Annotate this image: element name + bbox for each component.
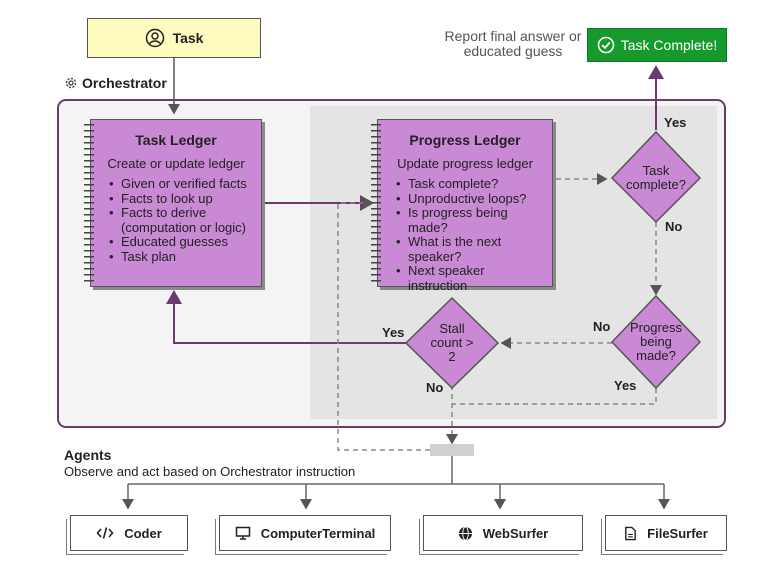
agent-coder: Coder [70,515,188,551]
decision-text: Task [642,163,670,178]
orchestrator-label: Orchestrator [64,75,167,91]
list-item-continuation: (computation or logic) [121,219,246,235]
task-complete-box: Task Complete! [587,28,727,62]
decision-text: count > [430,335,474,350]
agents-subtitle: Observe and act based on Orchestrator in… [64,464,356,479]
task-ledger-list: Given or verified facts Facts to look up… [99,176,253,265]
arrow-stall-yes [166,290,406,344]
list-item: Facts to look up [109,191,253,207]
task-box: Task [87,18,261,58]
agent-label: WebSurfer [482,525,549,541]
progress-ledger: Progress Ledger Update progress ledger T… [371,119,553,292]
spiral-binding [84,124,94,282]
list-item-continuation: speaker? [408,248,462,264]
list-item: What is the next [396,234,544,250]
list-item: Educated guesses [109,234,253,250]
label-stall-yes: Yes [382,325,405,340]
file-icon [625,526,637,540]
list-item: Unproductive loops? [396,191,544,207]
stall-question: Stall count > 2 [408,322,496,364]
orchestrator-title: Orchestrator [82,75,167,91]
decision-text: 2 [448,349,456,364]
agent-label: ComputerTerminal [260,525,376,541]
label-complete-no: No [665,219,683,234]
list-item: Given or verified facts [109,176,253,192]
gear-icon [65,77,77,89]
progress-ledger-subtitle: Update progress ledger [397,156,533,171]
arrow-agents-return [337,197,430,451]
decision-text: complete? [626,177,686,192]
label-progress-no: No [593,319,611,334]
decision-text: made? [636,348,676,363]
list-item: Task complete? [396,176,544,192]
progress-ledger-list: Task complete? Unproductive loops? Is pr… [386,176,544,293]
monitor-icon [235,526,250,540]
report-text: Report final answer or educated guess [432,29,594,59]
report-line-1: Report final answer or [444,28,582,44]
agent-label: Coder [124,525,162,541]
list-item: Is progress being [396,205,544,221]
diamond-task-complete [610,130,702,224]
diamond-progress [610,294,702,390]
progress-ledger-title: Progress Ledger [409,132,521,148]
label-complete-yes: Yes [664,115,687,130]
decision-text: Progress [629,320,683,335]
decision-text: being [640,334,672,349]
agent-filesurfer: FileSurfer [605,515,727,551]
report-line-2: educated guess [463,43,563,59]
task-ledger: Task Ledger Create or update ledger Give… [84,119,262,287]
task-complete-label: Task Complete! [620,37,718,53]
diamond-stall [404,296,500,390]
label-progress-yes: Yes [614,378,637,393]
agents-title: Agents [64,447,112,463]
list-item: Next speaker instruction [396,263,544,293]
globe-icon [458,525,472,541]
code-icon [96,527,114,539]
label-stall-no: No [426,380,444,395]
agent-label: FileSurfer [647,525,708,541]
agent-computer-terminal: ComputerTerminal [219,515,391,551]
task-ledger-title: Task Ledger [135,132,217,148]
agents-hub [430,444,474,456]
spiral-binding [371,124,381,282]
list-item-continuation: made? [408,219,448,235]
decision-text: Stall [439,321,465,336]
progress-question: Progress being made? [612,321,700,363]
task-ledger-subtitle: Create or update ledger [107,156,245,171]
list-item: Facts to derive [109,205,253,221]
agent-websurfer: WebSurfer [423,515,583,551]
user-icon [145,28,164,48]
task-label: Task [172,30,204,46]
check-circle-icon [597,36,615,54]
task-complete-question: Task complete? [612,164,700,192]
list-item: Task plan [109,249,253,265]
